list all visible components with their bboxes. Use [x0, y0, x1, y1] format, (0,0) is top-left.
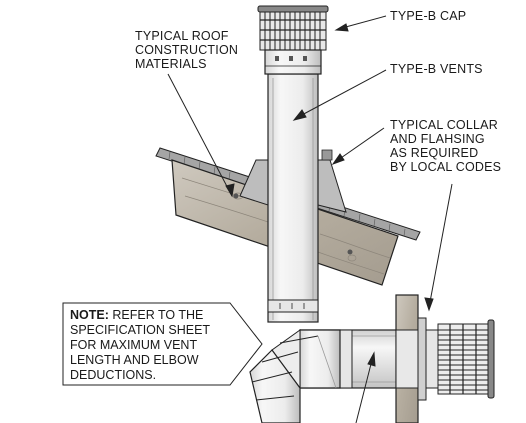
note-callout-box: [62, 302, 263, 386]
type-b-vents-label: TYPE-B VENTS: [390, 62, 483, 76]
vents-arrowhead: [292, 109, 307, 121]
collar-flashing-label: TYPICAL COLLAR AND FLAHSING AS REQUIRED …: [390, 118, 501, 174]
wall-section: [395, 294, 495, 423]
cap-arrowhead: [334, 23, 349, 32]
vents-leader: [299, 69, 387, 117]
wall-cap-arrowhead: [424, 297, 434, 312]
elbow-leader: [355, 359, 373, 423]
note-line-1-text: REFER TO THE: [108, 308, 204, 322]
note-prefix: NOTE:: [70, 308, 109, 322]
roof-materials-label: TYPICAL ROOF CONSTRUCTION MATERIALS: [135, 29, 238, 71]
note-line-2: SPECIFICATION SHEET: [70, 323, 211, 337]
collar-label-line: TYPICAL COLLAR: [390, 118, 498, 132]
collar-arrowhead: [331, 153, 345, 166]
roof-arrowhead: [225, 183, 235, 198]
collar-label-line: AS REQUIRED: [390, 146, 479, 160]
roof-leader: [167, 73, 233, 197]
collar-label-line: AND FLAHSING: [390, 132, 485, 146]
leader-lines: [167, 15, 453, 423]
cap-leader: [341, 15, 387, 29]
collar-leader: [337, 127, 385, 161]
collar-label-line: BY LOCAL CODES: [390, 160, 502, 174]
collar-flashing: [239, 149, 347, 213]
note-text: NOTE: REFER TO THE SPECIFICATION SHEET F…: [70, 308, 210, 383]
elbow-assembly: [249, 329, 401, 423]
vertical-vent-pipe: [267, 73, 319, 323]
wood-knot: [347, 249, 353, 255]
note-line-4: LENGTH AND ELBOW: [70, 353, 199, 367]
wall-cap-leader: [429, 183, 453, 303]
note-line-5: DEDUCTIONS.: [70, 368, 157, 382]
roof-label-line: CONSTRUCTION: [135, 43, 239, 57]
type-b-cap-label: TYPE-B CAP: [390, 9, 467, 23]
type-b-cap: [257, 5, 329, 75]
roof-shingle-texture: [168, 151, 406, 237]
wood-knot: [233, 193, 239, 199]
roof-label-line: TYPICAL ROOF: [135, 29, 229, 43]
elbow-arrowhead: [367, 351, 376, 367]
roof-label-line: MATERIALS: [135, 57, 207, 71]
note-line-3: FOR MAXIMUM VENT: [70, 338, 198, 352]
note-line-1: NOTE: REFER TO THE: [70, 308, 210, 323]
